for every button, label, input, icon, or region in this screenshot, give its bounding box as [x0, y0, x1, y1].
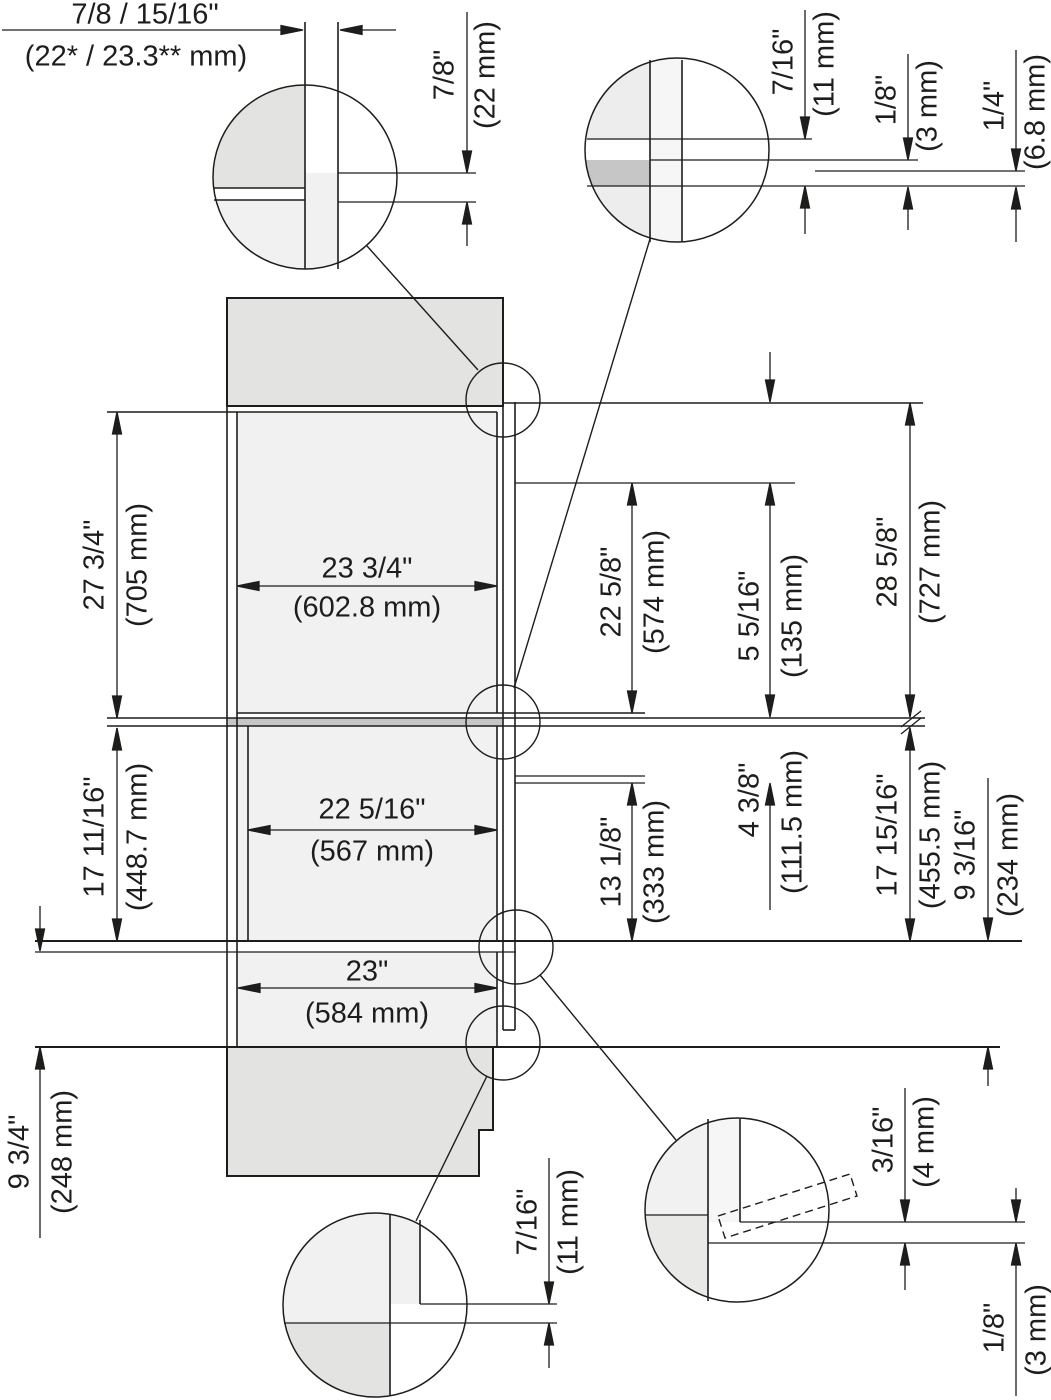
dim-lower-gap-mm: (111.5 mm): [776, 750, 809, 894]
marker-circle-counter: [478, 909, 554, 985]
dim-lower-total-height-mm: (455.5 mm): [914, 760, 947, 910]
detail-markers: [366, 238, 677, 1222]
dimension-lines: [2, 10, 1022, 1396]
dim-gap-top-b-mm: (3 mm): [911, 60, 944, 152]
dim-trim-width-mm: (22* / 23.3** mm): [24, 40, 248, 73]
dim-bottom-gap-b-inches: 1/8": [978, 1302, 1011, 1354]
dim-bottom-overlap-mm: (11 mm): [552, 1169, 585, 1275]
door-swing-dashed-outline: [717, 1173, 858, 1239]
leader-line-top-left: [366, 245, 479, 371]
dim-gap-top-c-mm: (6.8 mm): [1019, 54, 1051, 170]
dim-lower-front-height-inches: 13 1/8": [595, 816, 628, 908]
dim-trim-overlap-mm: (22 mm): [469, 21, 502, 129]
dim-bottom-gap-a-mm: (4 mm): [908, 1096, 941, 1188]
dim-counter-height-right-mm: (234 mm): [992, 792, 1025, 918]
dim-upper-niche-width-mm: (602.8 mm): [292, 591, 442, 624]
dim-counter-height-left-inches: 9 3/4": [3, 1114, 36, 1190]
dim-lower-niche-width-mm: (567 mm): [309, 835, 435, 868]
dim-gap-top-b-inches: 1/8": [870, 74, 903, 126]
marker-circle-base: [465, 1005, 541, 1081]
dim-trim-overlap-inches: 7/8": [428, 49, 461, 101]
dim-counter-height-left-mm: (248 mm): [46, 1089, 79, 1215]
leader-line-bottom-left: [415, 1075, 488, 1222]
dim-lower-niche-height-inches: 17 11/16": [78, 776, 111, 898]
base-cabinet: [226, 1046, 494, 1177]
dim-upper-total-height-inches: 28 5/8": [871, 516, 904, 608]
dim-lower-gap-inches: 4 3/8": [733, 762, 766, 838]
dim-bottom-overlap-inches: 7/16": [511, 1188, 544, 1256]
leader-line-top-right: [513, 238, 651, 689]
dim-bottom-gap-a-inches: 3/16": [867, 1106, 900, 1174]
leader-line-bottom-right: [539, 974, 677, 1141]
dim-upper-niche-height-inches: 27 3/4": [78, 519, 111, 611]
middle-shelf: [227, 718, 503, 726]
upper-niche: [237, 412, 497, 713]
dim-control-panel-mm: (135 mm): [776, 553, 809, 679]
dim-lower-front-height-mm: (333 mm): [638, 799, 671, 925]
dim-base-niche-width-inches: 23": [345, 955, 389, 988]
dim-bottom-gap-b-mm: (3 mm): [1020, 1284, 1051, 1376]
dim-lower-niche-width-inches: 22 5/16": [318, 793, 426, 826]
marker-circle-middle: [465, 684, 541, 760]
dim-upper-total-height-mm: (727 mm): [914, 499, 947, 625]
dim-gap-top-a-mm: (11 mm): [808, 11, 841, 117]
body-lines: [35, 298, 1022, 1176]
dim-upper-front-height-inches: 22 5/8": [595, 546, 628, 638]
marker-circle-top: [465, 362, 541, 438]
upper-cabinet: [226, 297, 504, 407]
dim-upper-front-height-mm: (574 mm): [638, 529, 671, 655]
dim-trim-width-inches: 7/8 / 15/16": [71, 0, 219, 31]
dim-gap-top-c-inches: 1/4": [978, 80, 1011, 132]
dim-lower-niche-height-mm: (448.7 mm): [121, 762, 154, 912]
dim-control-panel-inches: 5 5/16": [733, 570, 766, 662]
dim-gap-top-a-inches: 7/16": [767, 28, 800, 96]
dim-upper-niche-height-mm: (705 mm): [121, 502, 154, 628]
dim-counter-height-right-inches: 9 3/16": [949, 809, 982, 901]
dim-lower-total-height-inches: 17 15/16": [871, 773, 904, 897]
dim-base-niche-width-mm: (584 mm): [304, 997, 430, 1030]
cabinet-body: [226, 297, 504, 1177]
dim-upper-niche-width-inches: 23 3/4": [321, 552, 413, 585]
detail-circle-bottom-right: [644, 1117, 1025, 1303]
base-niche: [237, 952, 497, 1046]
lower-niche: [237, 726, 497, 941]
